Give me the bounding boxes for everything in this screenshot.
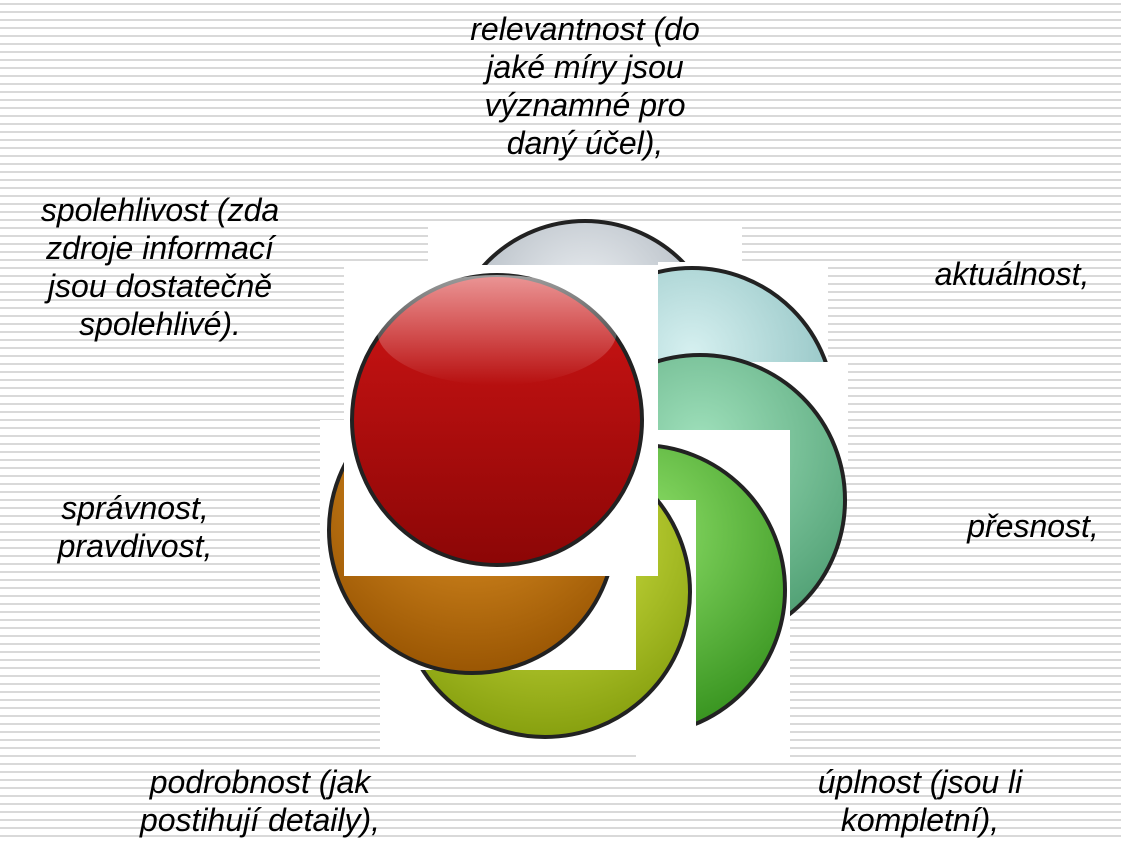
label-reliability: spolehlivost (zda zdroje informací jsou … — [40, 192, 280, 342]
label-correctness: správnost, pravdivost, — [57, 490, 213, 564]
red-circle-highlight — [377, 275, 617, 385]
label-timeliness: aktuálnost, — [934, 256, 1090, 292]
label-accuracy: přesnost, — [967, 508, 1099, 544]
label-relevance: relevantnost (do jaké míry jsou významné… — [470, 11, 700, 161]
label-completeness: úplnost (jsou li kompletní), — [817, 764, 1023, 838]
label-detail: podrobnost (jak postihují detaily), — [139, 764, 381, 838]
